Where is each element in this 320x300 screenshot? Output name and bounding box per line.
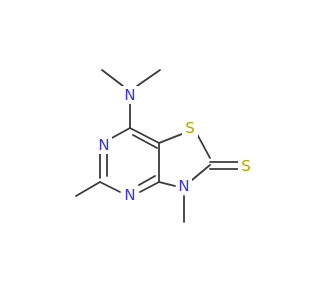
atom-n-pyr-top: N: [96, 136, 112, 154]
bond-c2-n3: [191, 164, 211, 181]
atom-s-thione: S: [238, 157, 254, 175]
atom-label-n-pyr-top: N: [98, 136, 109, 154]
bond-n-methyl-right: [136, 69, 161, 87]
atom-label-s-ring: S: [185, 119, 195, 137]
bond-c7-c7a: [129, 127, 160, 144]
atom-label-s-thione: S: [241, 157, 251, 175]
bond-n4-c3a-double: [138, 175, 156, 186]
bonds: [75, 69, 239, 223]
atom-n-amine: N: [122, 86, 138, 104]
bond-c5-methyl: [75, 181, 101, 197]
bond-c7-n6: [109, 127, 131, 140]
bond-n3-c3a: [158, 181, 176, 187]
bond-c7a-s1: [158, 133, 183, 144]
bond-c5-n4: [99, 181, 121, 193]
atom-n-thiazole: N: [176, 177, 192, 195]
bond-n4-c3a: [139, 181, 160, 193]
molecule-structure: N S N N N S: [75, 69, 254, 223]
atom-n-pyr-bottom: N: [122, 186, 138, 204]
atom-labels: N S N N N S: [96, 86, 254, 204]
atom-label-n-amine: N: [124, 86, 135, 104]
atom-s-ring: S: [182, 119, 198, 137]
bond-s1-c2: [196, 133, 211, 159]
atom-label-n-pyr-bottom: N: [124, 186, 135, 204]
bond-c7-c7a-double: [132, 134, 158, 149]
bond-n-methyl-left: [101, 69, 124, 87]
atom-label-n-thiazole: N: [178, 177, 189, 195]
